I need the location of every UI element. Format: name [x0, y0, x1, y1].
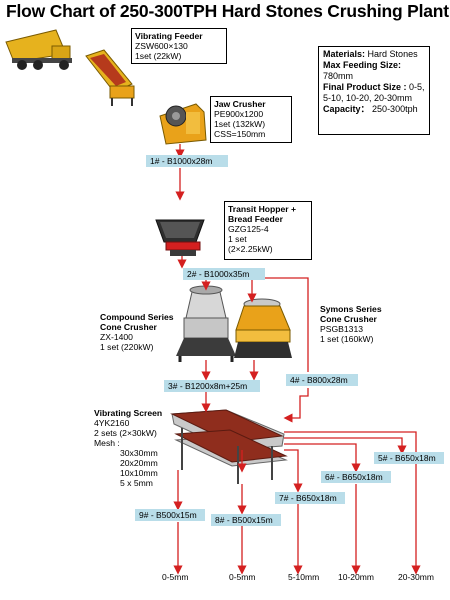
vibrating-screen-label: Vibrating Screen 4YK2160 2 sets (2×30kW)… [94, 408, 176, 488]
jaw-crusher-icon [160, 104, 206, 144]
vibrating-screen-qty: 2 sets (2×30kW) [94, 428, 176, 438]
belt-label-9: 9# - B500x15m [135, 509, 205, 521]
dump-truck-icon [6, 30, 72, 70]
symons-cone-qty: 1 set (160kW) [320, 334, 396, 344]
mesh-size: 30x30mm [94, 448, 176, 458]
belt-label-2: 2# - B1000x35m [183, 268, 265, 280]
mesh-size: 5 x 5mm [94, 478, 176, 488]
materials-value: Hard Stones [368, 49, 418, 59]
belt-label-6: 6# - B650x18m [321, 471, 391, 483]
jaw-crusher-model: PE900x1200 [214, 109, 288, 119]
vibrating-screen-mesh-label: Mesh : [94, 438, 176, 448]
compound-cone-qty: 1 set (220kW) [100, 342, 184, 352]
output-size: 10-20mm [338, 572, 374, 582]
arrow-screen-to-belt6 [284, 438, 402, 452]
belt-label-1: 1# - B1000x28m [146, 155, 228, 167]
compound-cone-crusher-icon [176, 286, 236, 362]
output-size: 5-10mm [288, 572, 319, 582]
transit-hopper-box: Transit Hopper + Bread Feeder GZG125-4 1… [224, 201, 312, 260]
vibrating-screen-icon [172, 410, 286, 484]
vibrating-feeder-box: Vibrating Feeder ZSW600×130 1set (22kW) [131, 28, 227, 64]
compound-cone-label: Compound Series Cone Crusher ZX-1400 1 s… [100, 312, 184, 352]
mesh-size: 10x10mm [94, 468, 176, 478]
capacity-label: Capacity： [323, 104, 370, 114]
transit-hopper-power: (2×2.25kW) [228, 244, 308, 254]
max-feed-label: Max Feeding Size: [323, 60, 401, 70]
belt-label-5: 5# - B650x18m [374, 452, 444, 464]
vibrating-screen-name: Vibrating Screen [94, 408, 176, 418]
mesh-size: 20x20mm [94, 458, 176, 468]
jaw-crusher-name: Jaw Crusher [214, 99, 288, 109]
output-size: 0-5mm [162, 572, 188, 582]
compound-cone-model: ZX-1400 [100, 332, 184, 342]
jaw-crusher-css: CSS=150mm [214, 129, 288, 139]
output-size: 0-5mm [229, 572, 255, 582]
symons-cone-label: Symons Series Cone Crusher PSGB1313 1 se… [320, 304, 396, 344]
output-size: 20-30mm [398, 572, 434, 582]
belt-label-7: 7# - B650x18m [275, 492, 345, 504]
belt-label-8: 8# - B500x15m [211, 514, 281, 526]
materials-box: Materials: Hard Stones Max Feeding Size:… [318, 46, 430, 135]
materials-label: Materials: [323, 49, 365, 59]
transit-hopper-model: GZG125-4 [228, 224, 308, 234]
belt-label-4: 4# - B800x28m [286, 374, 358, 386]
transit-hopper-icon [156, 220, 204, 256]
transit-hopper-qty: 1 set [228, 234, 308, 244]
jaw-crusher-qty: 1set (132kW) [214, 119, 288, 129]
arrow-belt4-to-screen [286, 388, 308, 418]
symons-cone-model: PSGB1313 [320, 324, 396, 334]
max-feed-value: 780mm [323, 71, 425, 82]
capacity-value: 250-300tph [372, 104, 418, 114]
arrow-screen-to-belt7 [284, 444, 356, 470]
transit-hopper-name: Transit Hopper + Bread Feeder [228, 204, 308, 224]
compound-cone-name: Compound Series Cone Crusher [100, 312, 184, 332]
vibrating-feeder-name: Vibrating Feeder [135, 31, 223, 41]
symons-cone-crusher-icon [234, 299, 292, 358]
vibrating-feeder-qty: 1set (22kW) [135, 51, 223, 61]
vibrating-feeder-icon [86, 50, 134, 106]
belt-label-3: 3# - B1200x8m+25m [164, 380, 260, 392]
symons-cone-name: Symons Series Cone Crusher [320, 304, 396, 324]
final-size-label: Final Product Size : [323, 82, 407, 92]
vibrating-screen-model: 4YK2160 [94, 418, 176, 428]
jaw-crusher-box: Jaw Crusher PE900x1200 1set (132kW) CSS=… [210, 96, 292, 143]
vibrating-feeder-model: ZSW600×130 [135, 41, 223, 51]
page-title: Flow Chart of 250-300TPH Hard Stones Cru… [6, 1, 449, 22]
